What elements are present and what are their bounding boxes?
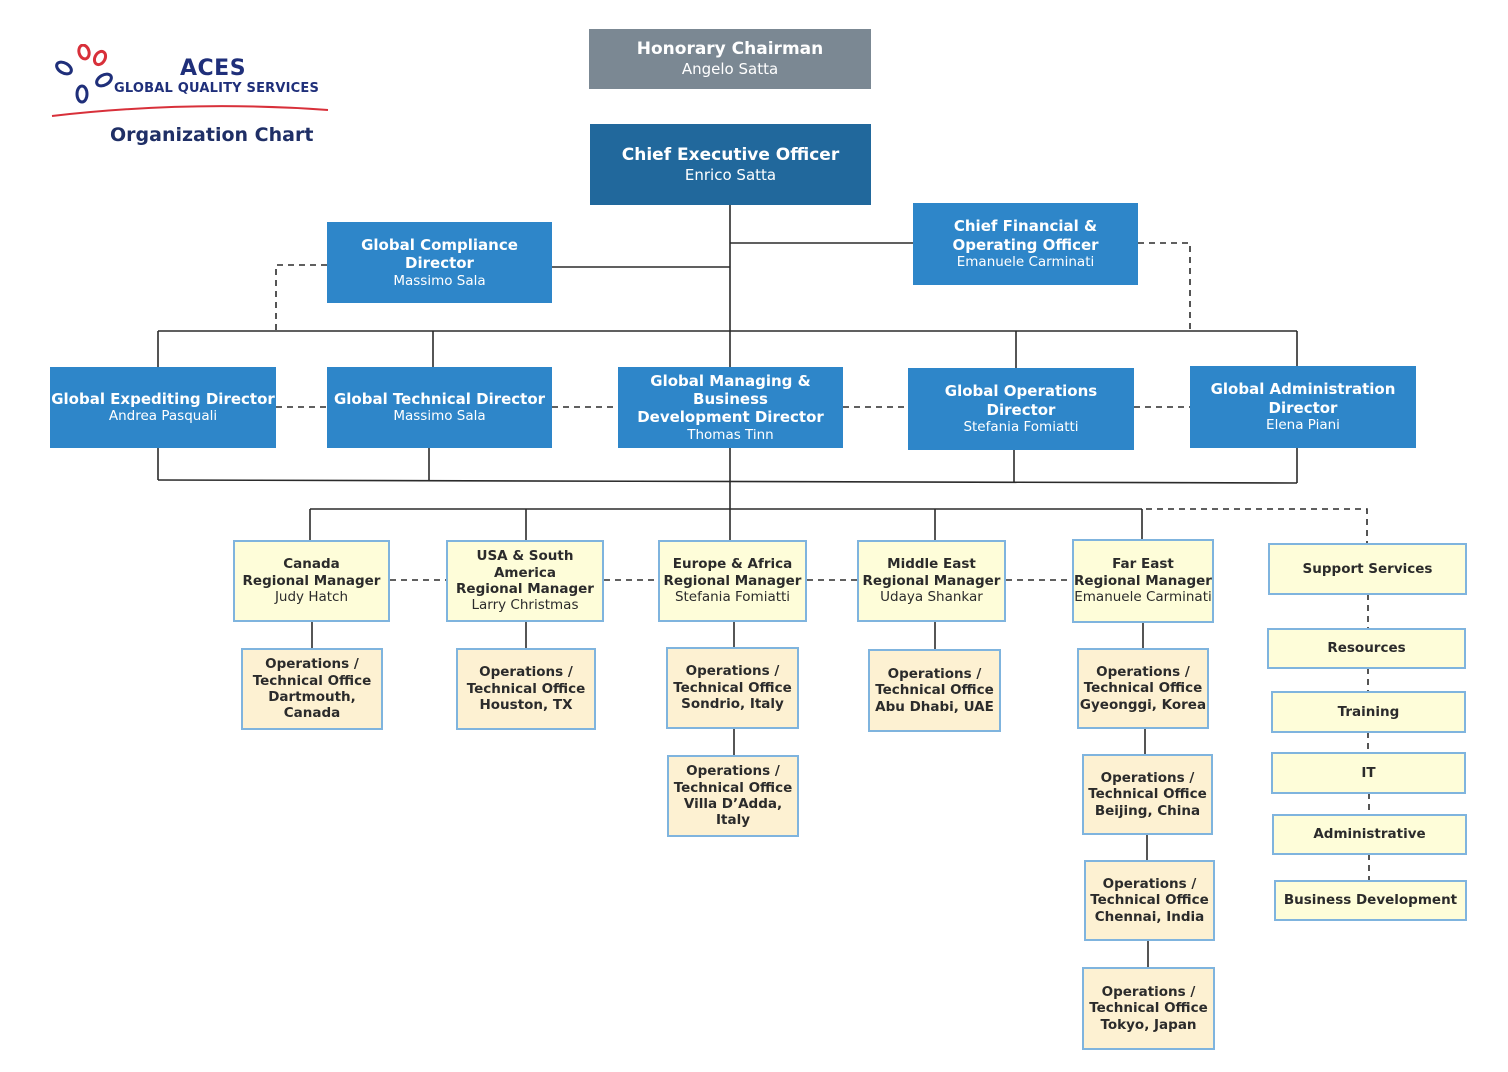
director-box-expediting: Global Expediting Director Andrea Pasqua… — [50, 367, 276, 448]
office-box-dartmouth: Operations / Technical Office Dartmouth,… — [241, 648, 383, 730]
box-title: Global Administration Director — [1210, 380, 1396, 417]
box-title: Far East Regional Manager — [1074, 556, 1212, 589]
office-box-abu-dhabi: Operations / Technical Office Abu Dhabi,… — [868, 649, 1001, 732]
box-title: Operations / Technical Office Dartmouth,… — [252, 656, 372, 722]
support-services-box: Support Services — [1268, 543, 1467, 595]
region-box-far-east: Far East Regional Manager Emanuele Carmi… — [1072, 539, 1214, 623]
box-title: Chief Financial & Operating Officer — [952, 217, 1099, 254]
office-box-chennai: Operations / Technical Office Chennai, I… — [1084, 860, 1215, 941]
region-box-middle-east: Middle East Regional Manager Udaya Shank… — [857, 540, 1006, 622]
ceo-box: Chief Executive Officer Enrico Satta — [590, 124, 871, 205]
compliance-director-box: Global Compliance Director Massimo Sala — [327, 222, 552, 303]
box-name: Enrico Satta — [684, 165, 777, 184]
director-box-administration: Global Administration Director Elena Pia… — [1190, 366, 1416, 448]
box-title: Business Development — [1283, 892, 1458, 909]
box-title: Training — [1337, 703, 1400, 720]
box-title: Global Managing & Business Development D… — [637, 371, 824, 427]
box-title: Global Compliance Director — [361, 235, 518, 273]
box-title: Global Operations Director — [944, 382, 1098, 419]
box-title: Honorary Chairman — [636, 39, 824, 60]
it-box: IT — [1271, 752, 1466, 794]
box-name: Massimo Sala — [393, 272, 486, 289]
office-box-houston: Operations / Technical Office Houston, T… — [456, 648, 596, 730]
administrative-box: Administrative — [1272, 814, 1467, 855]
director-box-managing: Global Managing & Business Development D… — [618, 367, 843, 448]
box-name: Elena Piani — [1266, 417, 1340, 434]
box-title: USA & South America Regional Manager — [456, 548, 594, 597]
office-box-villa-dadda: Operations / Technical Office Villa D’Ad… — [667, 755, 799, 837]
box-title: Operations / Technical Office Villa D’Ad… — [673, 763, 793, 829]
company-logo — [40, 36, 330, 126]
box-name: Judy Hatch — [274, 589, 349, 606]
box-name: Udaya Shankar — [880, 589, 983, 606]
office-box-beijing: Operations / Technical Office Beijing, C… — [1082, 754, 1213, 835]
box-name: Stefania Fomiatti — [963, 419, 1079, 436]
logo-petals-icon — [55, 44, 113, 104]
business-development-box: Business Development — [1274, 880, 1467, 921]
box-title: Global Expediting Director — [51, 390, 275, 409]
box-name: Thomas Tinn — [687, 426, 774, 443]
box-title: Operations / Technical Office Beijing, C… — [1088, 769, 1207, 819]
box-title: IT — [1361, 764, 1376, 781]
box-title: Resources — [1327, 640, 1406, 657]
box-name: Larry Christmas — [471, 597, 579, 614]
box-name: Angelo Satta — [681, 60, 779, 79]
cfo-box: Chief Financial & Operating Officer Eman… — [913, 203, 1138, 285]
box-title: Administrative — [1313, 826, 1426, 843]
box-title: Middle East Regional Manager — [862, 556, 1001, 589]
logo-swoosh-icon — [51, 105, 329, 117]
logo-name: ACES — [180, 56, 247, 81]
training-box: Training — [1271, 691, 1466, 733]
region-box-canada: Canada Regional Manager Judy Hatch — [233, 540, 390, 622]
box-title: Operations / Technical Office Tokyo, Jap… — [1089, 983, 1208, 1033]
box-title: Europe & Africa Regional Manager — [663, 556, 802, 589]
box-name: Emanuele Carminati — [1074, 589, 1212, 606]
box-name: Andrea Pasquali — [108, 408, 218, 425]
box-title: Operations / Technical Office Chennai, I… — [1090, 875, 1209, 925]
box-name: Stefania Fomiatti — [674, 589, 791, 606]
region-box-usa-south-america: USA & South America Regional Manager Lar… — [446, 540, 604, 622]
box-name: Massimo Sala — [393, 408, 486, 425]
box-title: Operations / Technical Office Gyeonggi, … — [1079, 663, 1207, 713]
resources-box: Resources — [1267, 628, 1466, 669]
director-box-technical: Global Technical Director Massimo Sala — [327, 367, 552, 448]
office-box-sondrio: Operations / Technical Office Sondrio, I… — [666, 647, 799, 729]
box-name: Emanuele Carminati — [956, 254, 1095, 271]
office-box-tokyo: Operations / Technical Office Tokyo, Jap… — [1082, 967, 1215, 1050]
office-box-gyeonggi: Operations / Technical Office Gyeonggi, … — [1077, 648, 1209, 729]
box-title: Operations / Technical Office Houston, T… — [466, 664, 586, 714]
box-title: Support Services — [1302, 560, 1433, 577]
logo-subtitle: GLOBAL QUALITY SERVICES — [114, 81, 320, 96]
box-title: Operations / Technical Office Sondrio, I… — [673, 663, 792, 713]
page-title: Organization Chart — [110, 124, 314, 146]
box-title: Canada Regional Manager — [242, 556, 381, 589]
region-box-europe-africa: Europe & Africa Regional Manager Stefani… — [658, 540, 807, 622]
honorary-chairman-box: Honorary Chairman Angelo Satta — [589, 29, 871, 89]
box-title: Operations / Technical Office Abu Dhabi,… — [875, 665, 994, 715]
box-title: Chief Executive Officer — [621, 144, 840, 165]
director-box-operations: Global Operations Director Stefania Fomi… — [908, 368, 1134, 450]
box-title: Global Technical Director — [333, 390, 546, 409]
